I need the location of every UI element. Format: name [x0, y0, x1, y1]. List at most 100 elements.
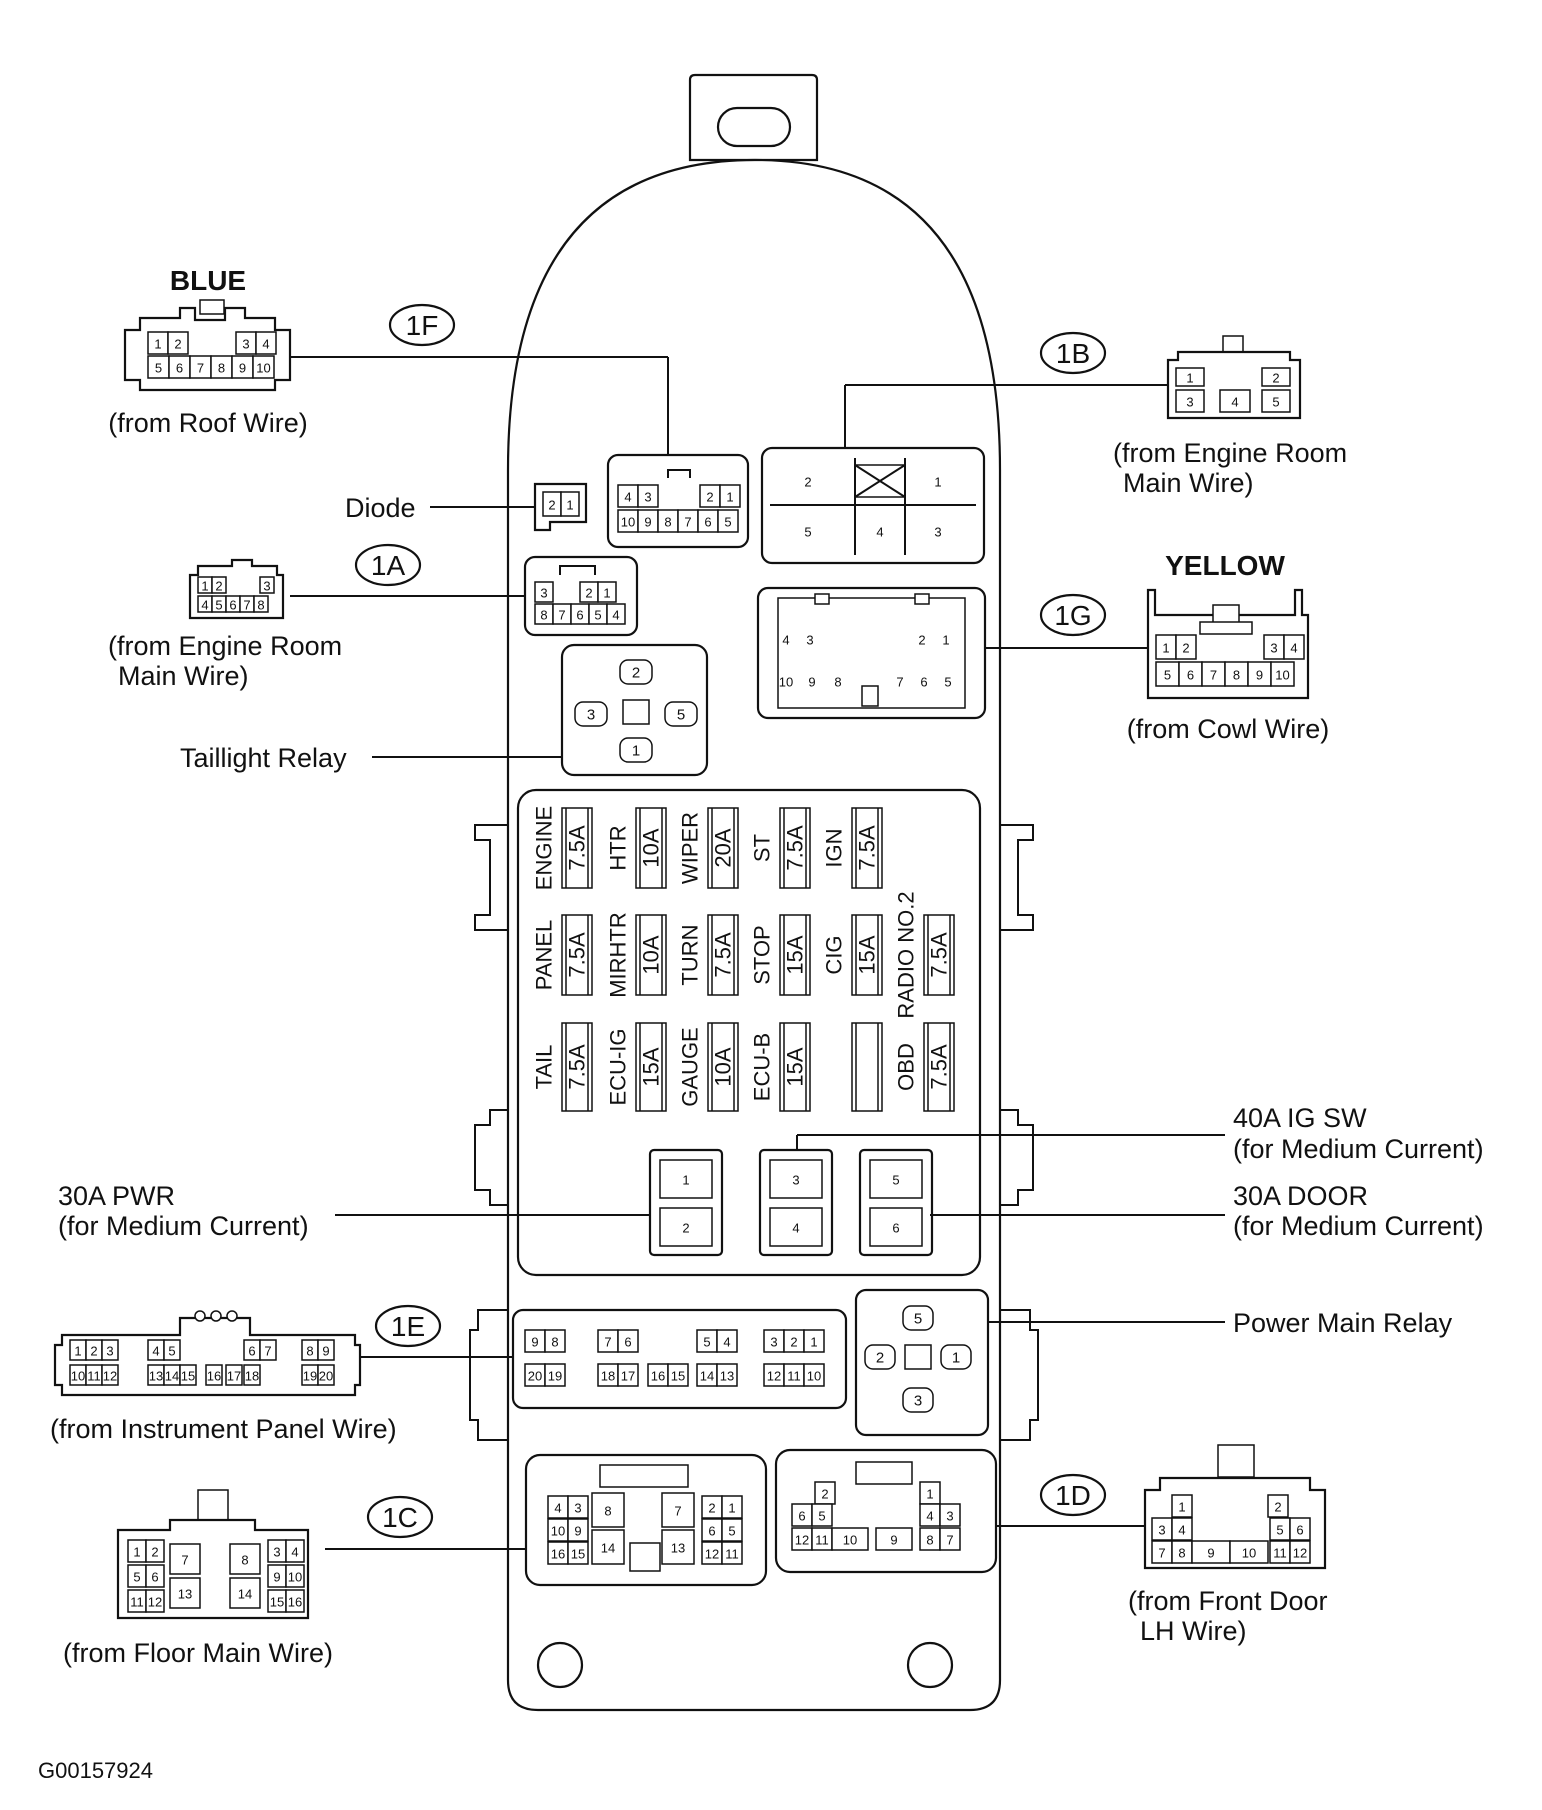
- svg-text:1: 1: [952, 1350, 960, 1367]
- svg-text:6: 6: [576, 608, 583, 623]
- link-terminal: 4: [792, 1221, 799, 1236]
- door-label-2: (for Medium Current): [1233, 1211, 1484, 1241]
- pin-cell: 4: [1219, 389, 1251, 413]
- pin-cell: 12: [763, 1363, 785, 1387]
- svg-text:15: 15: [571, 1547, 585, 1562]
- svg-text:14: 14: [238, 1587, 252, 1602]
- pin-label: 10: [779, 675, 793, 690]
- from-instrument-panel-label: (from Instrument Panel Wire): [50, 1414, 397, 1444]
- link-terminal: 2: [682, 1221, 689, 1236]
- pin-cell: 5: [127, 1564, 147, 1588]
- svg-text:5: 5: [724, 515, 731, 530]
- svg-text:4: 4: [926, 1509, 933, 1524]
- relay-terminal: 5: [664, 701, 698, 727]
- pin-cell: 15: [267, 1589, 287, 1613]
- svg-text:1C: 1C: [382, 1502, 418, 1533]
- svg-text:8: 8: [241, 1553, 248, 1568]
- fuse-name: PANEL: [532, 920, 557, 991]
- pin-cell: 13: [147, 1364, 165, 1386]
- pin-cell: 1: [1175, 367, 1205, 387]
- igsw-label-2: (for Medium Current): [1233, 1134, 1484, 1164]
- fuse-name: ECU-IG: [606, 1029, 631, 1106]
- pin-label: 5: [804, 525, 811, 540]
- pin-cell: 11: [127, 1589, 147, 1613]
- svg-text:10: 10: [1275, 668, 1289, 683]
- pin-cell: 2: [579, 581, 599, 603]
- pin-cell: 16: [285, 1589, 305, 1613]
- pin-cell: 2: [783, 1329, 805, 1353]
- pin-cell: 10: [803, 1363, 825, 1387]
- pin-cell: 2: [167, 331, 189, 355]
- pin-cell: 17: [225, 1364, 243, 1386]
- pin-cell: 3: [259, 576, 275, 594]
- pin-cell: 11: [783, 1363, 805, 1387]
- link-terminal: 1: [682, 1173, 689, 1188]
- pin-cell: 16: [205, 1364, 223, 1386]
- svg-text:3: 3: [914, 1393, 922, 1410]
- svg-text:10: 10: [621, 515, 635, 530]
- svg-text:16: 16: [207, 1369, 221, 1384]
- pin-cell: 2: [1267, 1494, 1289, 1518]
- pin-cell: 6: [697, 509, 719, 533]
- pin-cell: 3: [1263, 634, 1285, 660]
- fuse-name: TAIL: [532, 1045, 557, 1090]
- pin-cell: 5: [696, 1329, 718, 1353]
- svg-text:11: 11: [815, 1533, 829, 1548]
- fuse-name: ECU-B: [750, 1033, 775, 1101]
- svg-text:13: 13: [178, 1587, 192, 1602]
- svg-text:4: 4: [1178, 1523, 1185, 1538]
- pin-cell: 4: [197, 595, 213, 613]
- svg-text:10: 10: [71, 1369, 85, 1384]
- fuse-rating: 7.5A: [783, 825, 808, 871]
- fusible-link: 12: [648, 1148, 724, 1257]
- svg-text:5: 5: [133, 1570, 140, 1585]
- svg-text:8: 8: [664, 515, 671, 530]
- fuse-rating: 10A: [639, 935, 664, 974]
- svg-text:5: 5: [914, 1311, 922, 1328]
- pin-cell: 7: [1201, 661, 1226, 687]
- diode-label: Diode: [345, 493, 416, 523]
- fuse-name: RADIO NO.2: [894, 891, 919, 1018]
- pin-cell: 5: [211, 595, 227, 613]
- pin-cell: 5: [717, 509, 739, 533]
- pin-cell: 17: [617, 1363, 639, 1387]
- pin-cell: 2: [701, 1495, 723, 1519]
- pin-cell: 3: [1151, 1517, 1173, 1541]
- pin-cell: 20: [524, 1363, 546, 1387]
- svg-text:16: 16: [651, 1369, 665, 1384]
- pin-label: 9: [808, 675, 815, 690]
- svg-text:9: 9: [239, 361, 246, 376]
- svg-text:5: 5: [594, 608, 601, 623]
- pin-cell: 9: [317, 1339, 335, 1361]
- svg-text:6: 6: [151, 1570, 158, 1585]
- mount-hole-left: [536, 1641, 584, 1689]
- pin-cell: 6: [168, 355, 191, 379]
- svg-text:13: 13: [149, 1369, 163, 1384]
- svg-text:5: 5: [1164, 668, 1171, 683]
- fuse-name: TURN: [678, 924, 703, 985]
- svg-text:7: 7: [674, 1504, 681, 1519]
- pin-label: 1: [942, 633, 949, 648]
- pin-cell: 3: [101, 1339, 119, 1361]
- pin-cell: 3: [235, 331, 257, 355]
- svg-text:19: 19: [303, 1369, 317, 1384]
- svg-text:6: 6: [704, 515, 711, 530]
- svg-text:8: 8: [257, 598, 264, 613]
- pin-cell: 7: [259, 1339, 277, 1361]
- fuse-rating: 7.5A: [565, 1044, 590, 1090]
- svg-text:5: 5: [677, 707, 685, 724]
- pin-cell: 5: [147, 355, 170, 379]
- pin-cell: 12: [791, 1527, 813, 1551]
- from-floor-main-label: (from Floor Main Wire): [63, 1638, 333, 1668]
- svg-text:1: 1: [926, 1487, 933, 1502]
- svg-text:14: 14: [700, 1369, 714, 1384]
- fuse-name: CIG: [822, 935, 847, 974]
- svg-text:2: 2: [1272, 371, 1279, 386]
